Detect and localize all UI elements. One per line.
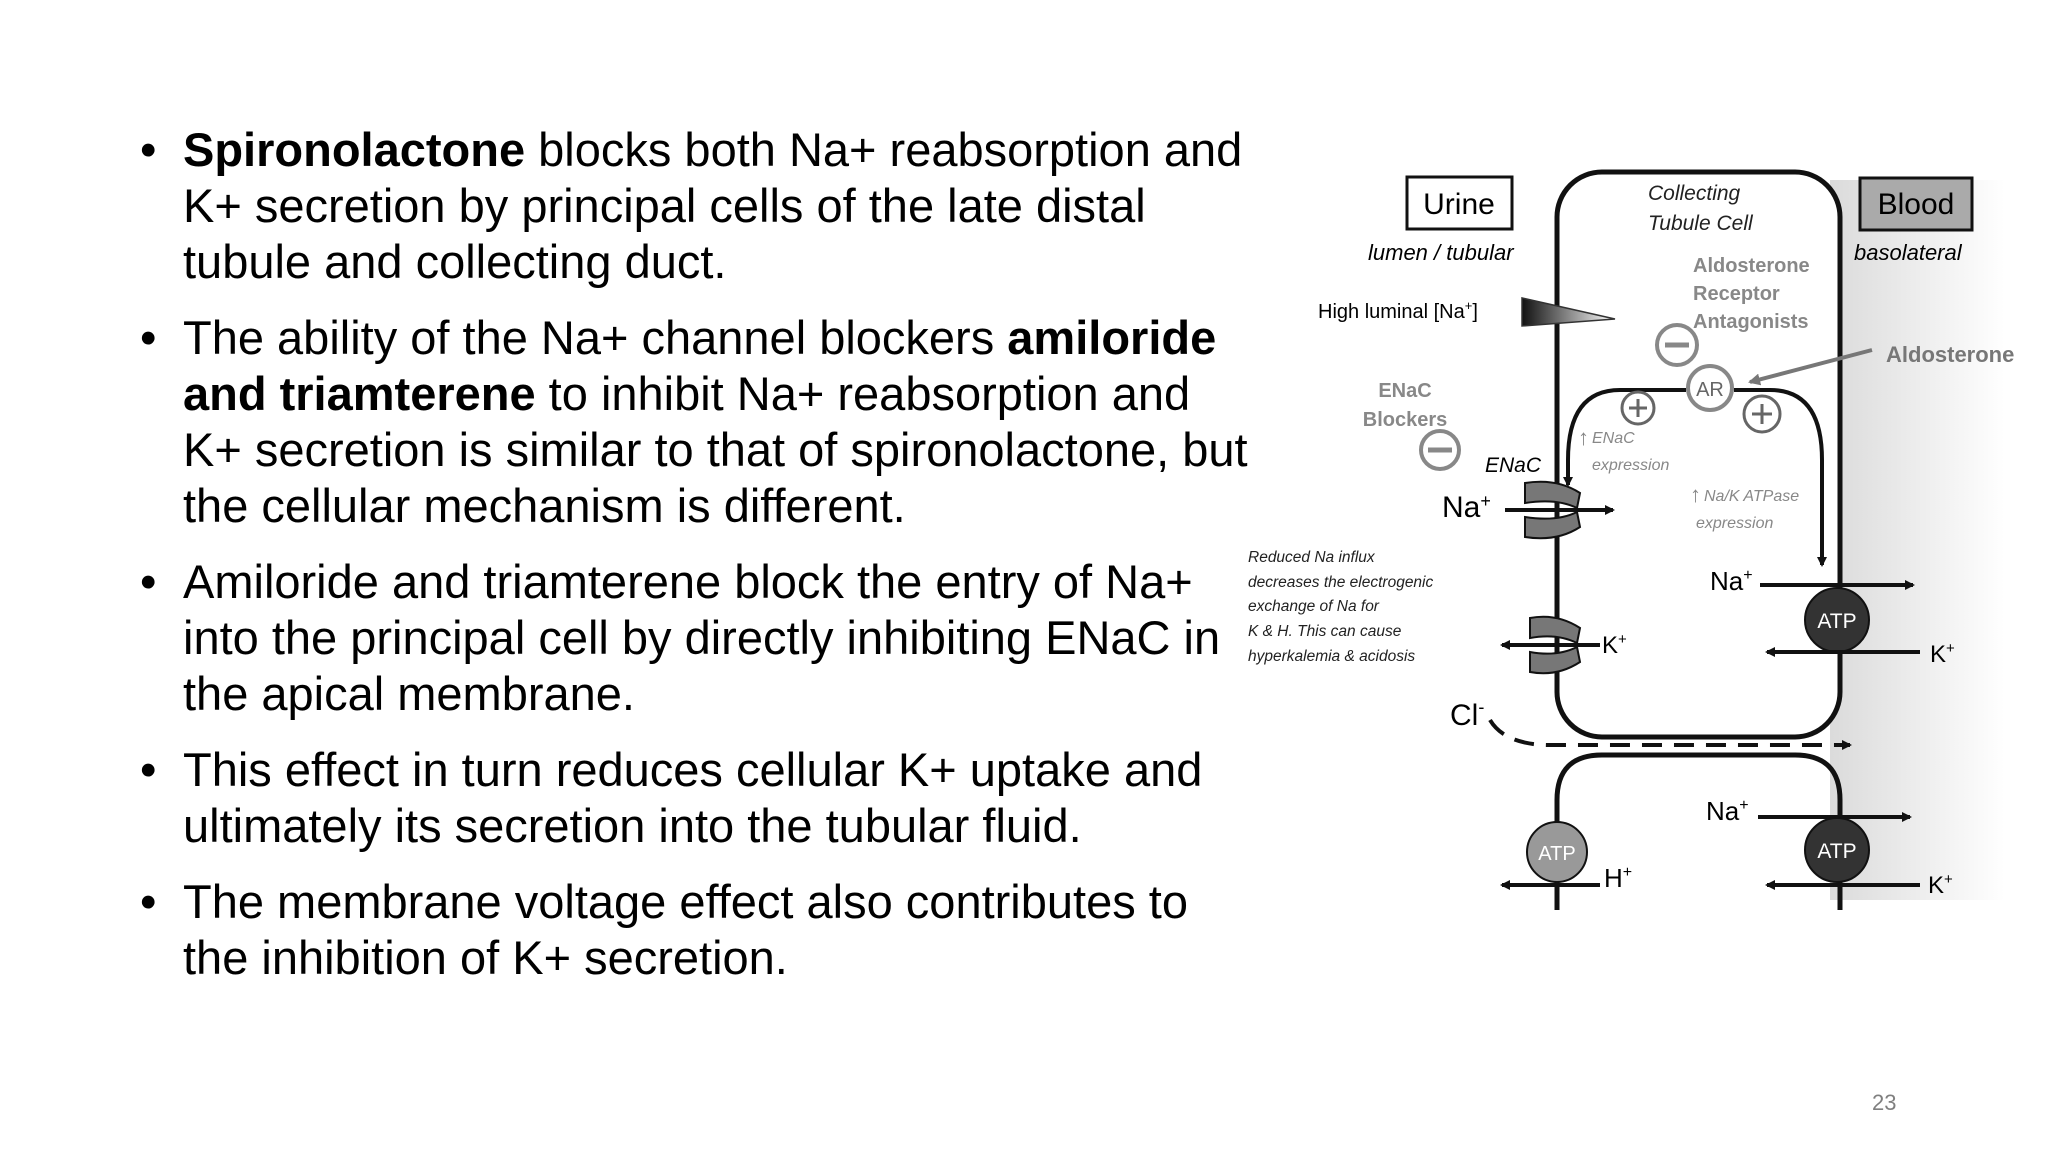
cell-label-line-2: Tubule Cell <box>1648 212 1754 235</box>
na-basolateral-label: Na+ <box>1710 566 1753 596</box>
bullet-text-continued: to inhibit Na+ reabsorption and K+ secre… <box>183 367 1248 532</box>
aldosterone-arrow <box>1748 348 1873 386</box>
lower-cell-outline <box>1554 752 1843 910</box>
bullet-item: • This effect in turn reduces cellular K+… <box>140 742 1250 854</box>
enac-expression-line-2: expression <box>1592 457 1669 474</box>
natk-expression-up-icon: ↑ <box>1690 482 1701 507</box>
bullet-marker: • <box>140 555 157 608</box>
bullet-marker: • <box>140 123 157 176</box>
cl-label: Cl- <box>1450 697 1484 732</box>
bullet-list: • Spironolactone blocks both Na+ reabsorp… <box>140 122 1250 1006</box>
atpase-pump-lower <box>1804 817 1870 883</box>
enac-expression-up-icon: ↑ <box>1578 425 1589 450</box>
bullet-text-continued: blocks both Na+ reabsorption and K+ secr… <box>183 123 1243 288</box>
note-line-5: hyperkalemia & acidosis <box>1248 648 1415 665</box>
natk-expression-line-1: Na/K ATPase <box>1704 488 1799 505</box>
bullet-text: Amiloride and triamterene block the entr… <box>183 555 1221 720</box>
blood-label: Blood <box>1878 188 1955 221</box>
note-line-1: Reduced Na influx <box>1248 549 1376 566</box>
na-in-label: Na+ <box>1442 491 1491 524</box>
enac-expression-line-1: ENaC <box>1592 430 1635 447</box>
k-lower-label: K+ <box>1928 871 1953 899</box>
bullet-item: • The ability of the Na+ channel blockers… <box>140 310 1250 534</box>
enac-blockers-line-2: Blockers <box>1363 409 1448 431</box>
ar-pathway-curve-right <box>1734 388 1827 567</box>
blood-sublabel: basolateral <box>1854 240 1963 265</box>
urine-box <box>1405 175 1514 231</box>
note-line-2: decreases the electrogenic <box>1248 574 1434 591</box>
page-number: 23 <box>1872 1090 1897 1115</box>
ar-pathway-curve <box>1563 388 1686 487</box>
bullet-marker: • <box>140 743 157 796</box>
h-atpase-pump <box>1526 821 1588 883</box>
bullet-item: • The membrane voltage effect also contri… <box>140 874 1250 986</box>
na-gradient-wedge <box>1521 297 1616 327</box>
atp-label-h: ATP <box>1538 843 1575 865</box>
h-label: H+ <box>1604 863 1632 893</box>
aldosterone-receptor-icon <box>1686 364 1734 412</box>
ar-label: AR <box>1696 379 1724 401</box>
cl-paracellular-arrow <box>1488 718 1852 750</box>
bullet-text: This effect in turn reduces cellular K+ … <box>183 743 1203 852</box>
urine-sublabel: lumen / tubular <box>1368 240 1515 265</box>
high-luminal-na-label: High luminal [Na+] <box>1318 298 1478 323</box>
bullet-bold-text: Spironolactone <box>183 123 526 176</box>
bullet-marker: • <box>140 875 157 928</box>
bullet-marker: • <box>140 311 157 364</box>
bullet-bold-text: amiloride and triamterene <box>183 311 1217 420</box>
enac-blockers-line-1: ENaC <box>1378 380 1431 402</box>
collecting-tubule-diagram: Urine lumen / tubular Blood basolateral … <box>1248 169 2014 910</box>
enac-label: ENaC <box>1485 454 1542 477</box>
blood-box <box>1858 176 1974 232</box>
bullet-item: • Spironolactone blocks both Na+ reabsorp… <box>140 122 1250 290</box>
atp-label-lower: ATP <box>1817 840 1856 863</box>
ar-antagonists-line-1: Aldosterone <box>1693 255 1810 277</box>
ar-antagonists-line-3: Antagonists <box>1693 311 1809 333</box>
natk-expression-line-2: expression <box>1696 515 1773 532</box>
note-line-4: K & H. This can cause <box>1248 623 1402 640</box>
k-basolateral-label: K+ <box>1930 640 1955 668</box>
aldosterone-label: Aldosterone <box>1886 342 2014 367</box>
bullet-text: The ability of the Na+ channel blockers <box>183 311 1008 364</box>
note-line-3: exchange of Na for <box>1248 598 1380 615</box>
k-apical-label: K+ <box>1602 631 1627 659</box>
collecting-tubule-cell <box>1554 169 1843 740</box>
cell-label-line-1: Collecting <box>1648 182 1741 205</box>
blood-side-background <box>1830 180 2005 900</box>
na-lower-label: Na+ <box>1706 796 1749 826</box>
ar-antagonists-line-2: Receptor <box>1693 283 1780 305</box>
urine-label: Urine <box>1423 188 1495 221</box>
bullet-item: • Amiloride and triamterene block the ent… <box>140 554 1250 722</box>
bullet-text: The membrane voltage effect also contrib… <box>183 875 1188 984</box>
atp-label-upper: ATP <box>1817 610 1856 633</box>
